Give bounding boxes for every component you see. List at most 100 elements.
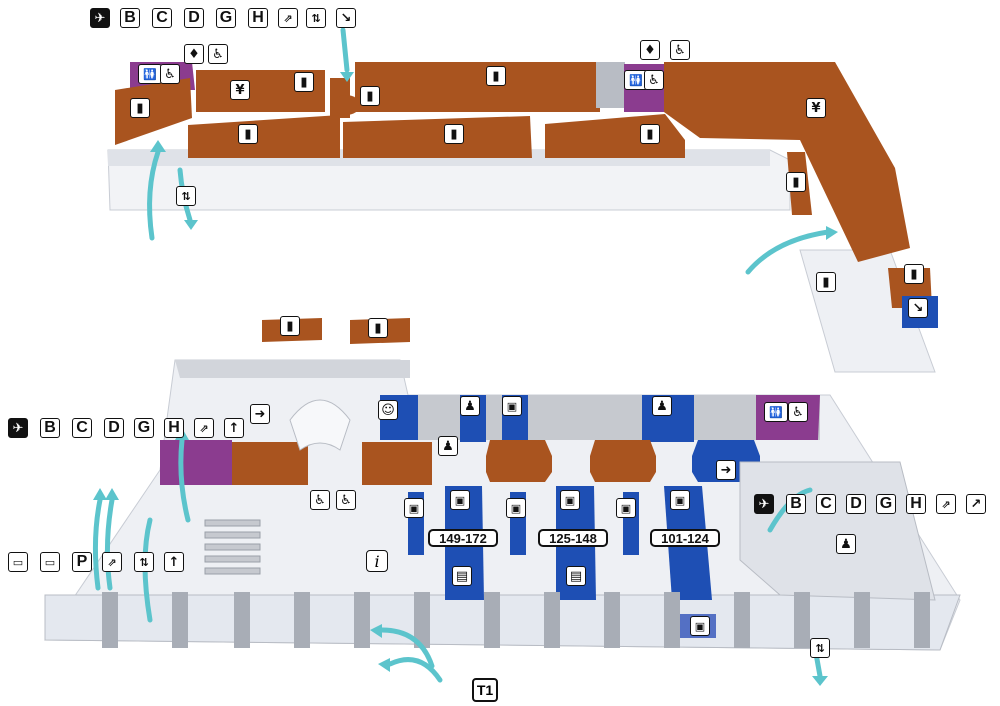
drinking-water-icon: ♦ — [640, 40, 660, 60]
arrow-heads — [93, 72, 838, 686]
security-arch — [289, 399, 351, 451]
check-in-icon: ▣ — [502, 396, 522, 416]
gate-letter-c: C — [72, 418, 92, 438]
shopping-bag-icon: ▮ — [238, 124, 258, 144]
direction-arrow-icon: ↑ — [164, 552, 184, 572]
waiting-seat-icon: ♟ — [438, 436, 458, 456]
shop-lower-mid — [362, 442, 432, 485]
shopping-bag-icon: ▮ — [294, 72, 314, 92]
gate-letter-h: H — [248, 8, 268, 28]
wheelchair-icon: ♿ — [788, 402, 808, 422]
shopping-bag-icon: ▮ — [360, 86, 380, 106]
front-glass-wall — [44, 594, 961, 651]
shop-upper-left — [115, 78, 192, 145]
plane-departure-icon: ✈ — [90, 8, 110, 28]
elevator-icon: ⇅ — [176, 186, 196, 206]
waiting-seat-icon: ♟ — [460, 396, 480, 416]
direction-arrow-icon: ➜ — [250, 404, 270, 424]
taxi-icon: ▭ — [40, 552, 60, 572]
shopping-bag-icon: ▮ — [786, 172, 806, 192]
elevator-icon: ⇅ — [134, 552, 154, 572]
restaurant-block-upper — [196, 70, 325, 112]
arrow-lower-left-2 — [104, 497, 115, 591]
escalator-icon: ⇗ — [194, 418, 214, 438]
shop-upper-center — [355, 62, 600, 112]
check-in-icon: ▣ — [616, 498, 636, 518]
gate-letter-d: D — [184, 8, 204, 28]
gate-letter-c: C — [816, 494, 836, 514]
wheelchair-icon: ♿ — [208, 44, 228, 64]
kiosk-round — [332, 95, 360, 115]
arrow-upper-left-up — [147, 149, 161, 241]
escalator-icon: ⇗ — [278, 8, 298, 28]
front-pillars — [102, 592, 930, 648]
check-in-icon: ▣ — [670, 490, 690, 510]
direction-arrow-icon: ↗ — [966, 494, 986, 514]
toilet-block-lower-left — [160, 440, 232, 485]
shop-row-2 — [343, 116, 532, 158]
shopping-bag-icon: ▮ — [640, 124, 660, 144]
waiting-seat-icon: ♟ — [652, 396, 672, 416]
terminal-label: T1 — [472, 678, 498, 702]
check-in-icon: ▣ — [690, 616, 710, 636]
escalator-icon: ⇗ — [102, 552, 122, 572]
grey-core-upper — [596, 62, 625, 108]
shopping-bag-icon: ▮ — [444, 124, 464, 144]
toilets-icon: 🚻 — [138, 64, 162, 84]
stairs-left — [204, 519, 261, 575]
gate-letter-g: G — [876, 494, 896, 514]
wheelchair-icon: ♿ — [670, 40, 690, 60]
gate-letter-g: G — [216, 8, 236, 28]
shopping-bag-icon: ▮ — [904, 264, 924, 284]
shopping-bag-icon: ▮ — [368, 318, 388, 338]
waiting-seat-icon: ♟ — [836, 534, 856, 554]
direction-arrow-icon: ➜ — [716, 460, 736, 480]
shopping-bag-icon: ▮ — [816, 272, 836, 292]
parking-icon: P — [72, 552, 92, 572]
gate-letter-h: H — [164, 418, 184, 438]
check-in-icon: ▣ — [450, 490, 470, 510]
escalator-icon: ⇗ — [936, 494, 956, 514]
direction-arrow-icon: ↘ — [908, 298, 928, 318]
arrow-front-left — [379, 627, 435, 669]
drinking-water-icon: ♦ — [184, 44, 204, 64]
shopping-bag-icon: ▮ — [486, 66, 506, 86]
elevator-icon: ⇅ — [810, 638, 830, 658]
arrow-lower-left-4 — [178, 437, 191, 523]
shopping-bag-icon: ▮ — [280, 316, 300, 336]
wheelchair-icon: ♿ — [336, 490, 356, 510]
gate-range-label: 125-148 — [538, 529, 608, 547]
tickets-icon: ▤ — [452, 566, 472, 586]
gate-letter-b: B — [786, 494, 806, 514]
shop-row-3 — [545, 114, 685, 158]
flow-arrows — [92, 27, 831, 683]
octagon-shop-2 — [590, 440, 656, 482]
arrow-front-right — [387, 657, 443, 683]
back-wall — [380, 395, 820, 440]
shop-row-1 — [188, 115, 340, 158]
check-in-icon: ▣ — [506, 498, 526, 518]
arrow-upper-right — [745, 229, 831, 275]
gate-letter-d: D — [846, 494, 866, 514]
gate-letter-d: D — [104, 418, 124, 438]
shop-lower-left — [232, 442, 308, 485]
gate-letter-b: B — [120, 8, 140, 28]
direction-arrow-icon: ↑ — [224, 418, 244, 438]
check-in-icon: ▣ — [560, 490, 580, 510]
service-smile-icon: ☺ — [378, 400, 398, 420]
wheelchair-icon: ♿ — [160, 64, 180, 84]
gate-letter-g: G — [134, 418, 154, 438]
check-in-icon: ▣ — [404, 498, 424, 518]
upper-level — [107, 62, 938, 373]
tickets-icon: ▤ — [566, 566, 586, 586]
direction-arrow-icon: ↘ — [336, 8, 356, 28]
stroller-icon: ♿ — [310, 490, 330, 510]
octagon-shop-1 — [486, 440, 552, 482]
gate-range-label: 101-124 — [650, 529, 720, 547]
gate-letter-h: H — [906, 494, 926, 514]
gate-letter-b: B — [40, 418, 60, 438]
train-icon: ▭ — [8, 552, 28, 572]
shopping-bag-icon: ▮ — [130, 98, 150, 118]
toilets-icon: 🚻 — [764, 402, 788, 422]
